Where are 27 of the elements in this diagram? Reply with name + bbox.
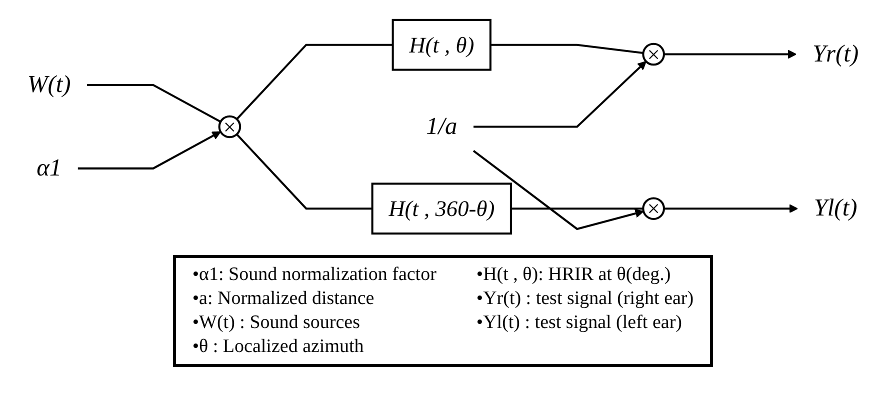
node-text: Yl(t) [814,195,858,222]
node-circle: × [642,197,665,220]
connector [87,84,222,123]
note-text: •θ : Localized azimuth [192,336,365,358]
arrow [664,204,798,214]
node-circle: × [642,42,665,66]
node-text: α1 [36,155,62,182]
node-text: 1/a [426,114,458,140]
arrow [472,150,644,230]
node-box: H(t , θ) [392,18,492,71]
arrow [474,61,646,128]
connector [236,134,372,210]
note-text: •W(t) : Sound sources [192,312,361,334]
note-text: •H(t , θ): HRIR at θ(deg.) [476,264,672,286]
arrow [78,131,221,170]
arrow [664,50,797,59]
connector [510,208,644,210]
node-box: H(t , 360-θ) [371,182,512,235]
connector [236,44,393,120]
note-text: •Yl(t) : test signal (left ear) [476,312,683,334]
node-text: Yr(t) [812,41,859,68]
node-text: W(t) [27,72,71,98]
node-circle: × [218,115,242,138]
note-text: •α1: Sound normalization factor [192,264,436,286]
note-text: •a: Normalized distance [192,288,376,310]
note-text: •Yr(t) : test signal (right ear) [476,288,694,310]
connector [490,44,644,54]
